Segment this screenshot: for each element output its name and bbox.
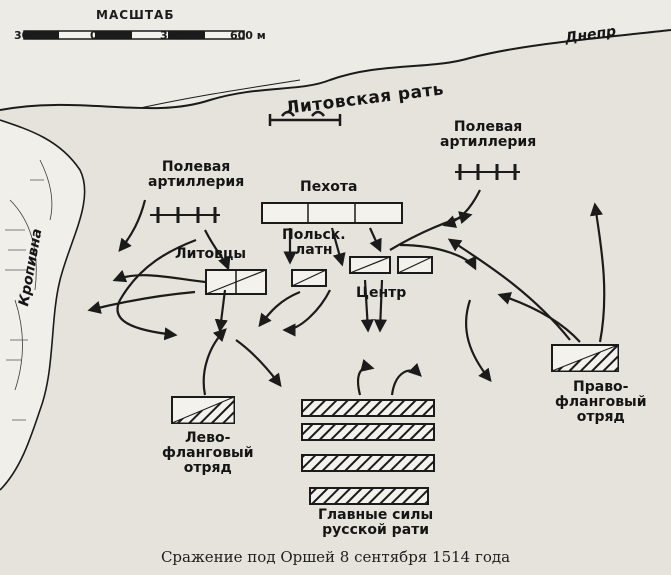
left-flank-label: Лево- фланговый отряд: [162, 430, 254, 476]
lithuanians-label: Литовцы: [175, 246, 247, 262]
left-artillery-label: Полевая артиллерия: [148, 159, 245, 190]
infantry-block: [261, 202, 403, 224]
scale-tick-600: 600 м: [230, 29, 266, 42]
left-flank-block: [171, 396, 235, 424]
main-forces-bar-4: [309, 487, 429, 505]
polish-cavalry-label: Польск. латн: [282, 227, 346, 258]
lithuanian-army-marks: [268, 110, 342, 126]
main-forces-bar-3: [301, 454, 435, 472]
movement-arrows: [87, 189, 606, 396]
scale-tick-300-right: 300: [160, 29, 183, 42]
right-artillery: [455, 164, 520, 180]
main-forces-bar-2: [301, 423, 435, 441]
scale-bar: [23, 30, 245, 40]
scale-tick-300-left: 300: [14, 29, 37, 42]
kropivna-river: [0, 119, 86, 491]
map-caption: Сражение под Оршей 8 сентября 1514 года: [160, 548, 511, 566]
right-artillery-label: Полевая артиллерия: [440, 119, 537, 150]
dnepr-river: [0, 0, 671, 111]
right-flank-label: Право- фланговый отряд: [555, 379, 647, 425]
right-flank-block: [551, 344, 619, 372]
infantry-label: Пехота: [300, 179, 358, 195]
scale-tick-0: 0: [90, 29, 98, 42]
main-forces-bar-1: [301, 399, 435, 417]
scale-title: МАСШТАБ: [96, 8, 175, 22]
left-artillery: [150, 207, 220, 223]
center-label: Центр: [356, 285, 407, 301]
main-forces-label: Главные силы русской рати: [318, 507, 434, 538]
